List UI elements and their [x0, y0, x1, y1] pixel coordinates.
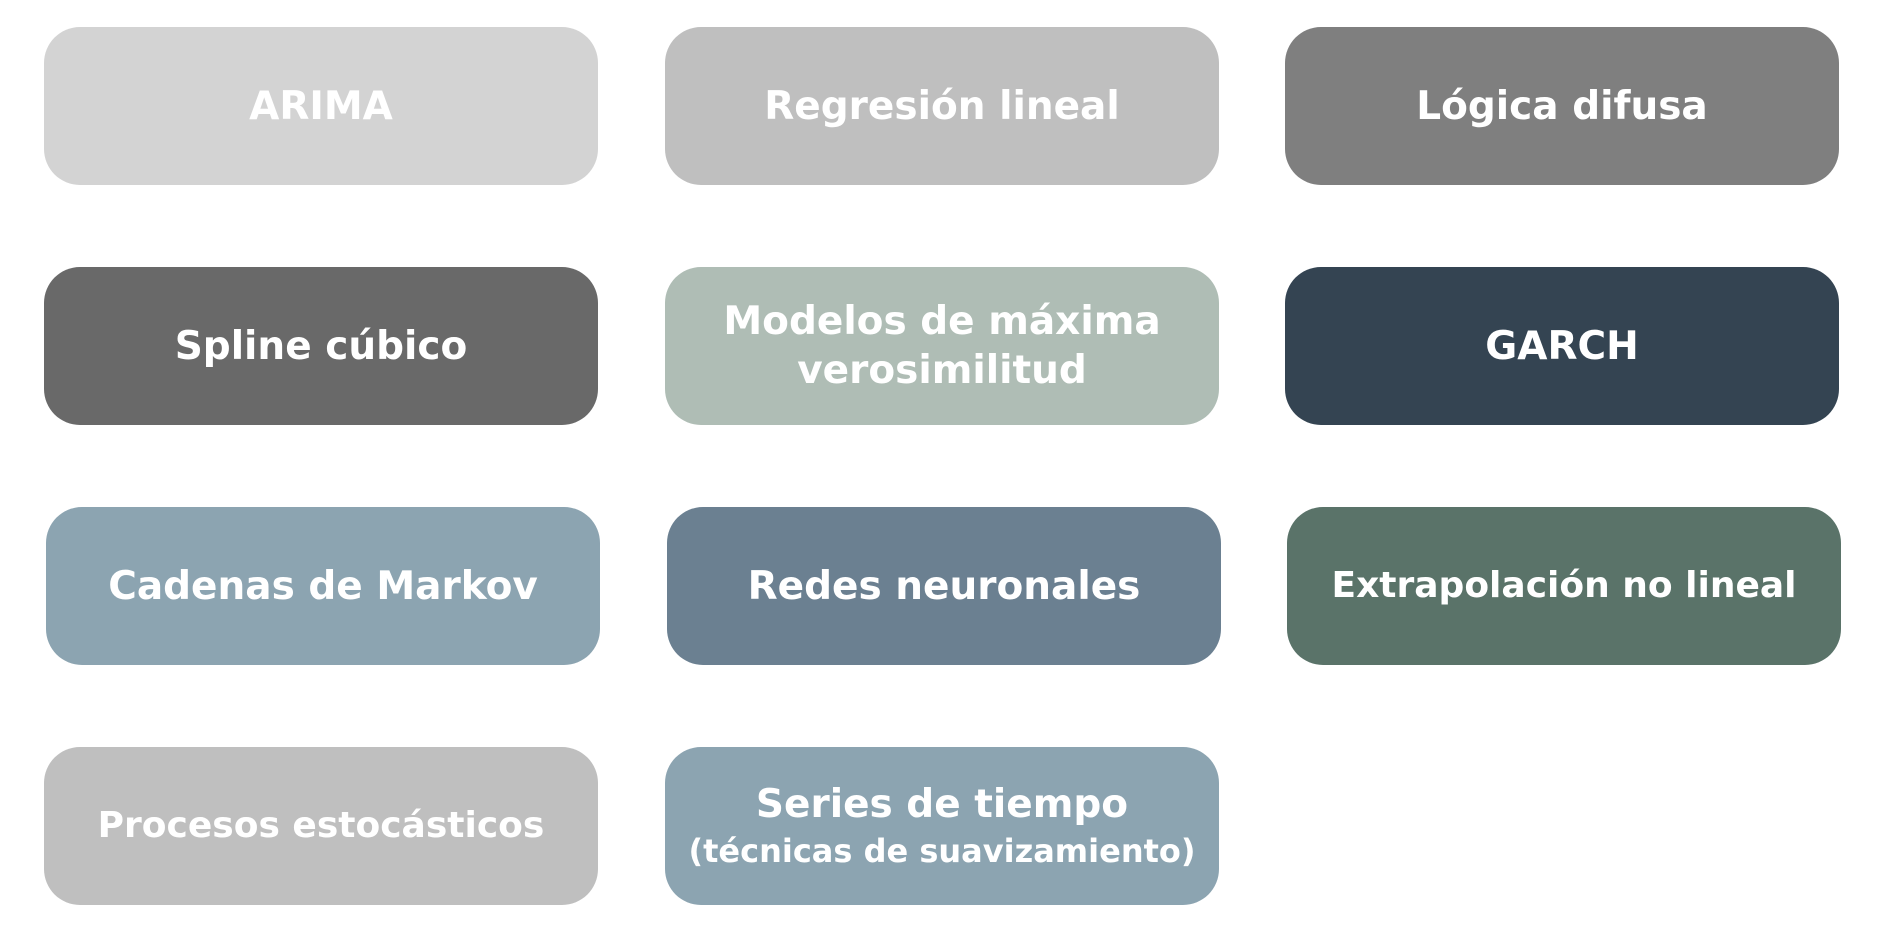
box-label-line-2: verosimilitud — [797, 348, 1087, 393]
box-label-line-1: Series de tiempo — [755, 781, 1129, 827]
box-label: Procesos estocásticos — [97, 805, 545, 846]
box-label: Redes neuronales — [747, 563, 1141, 609]
box-label: ARIMA — [249, 83, 393, 129]
box-label: Lógica difusa — [1416, 83, 1708, 129]
box-extrapolacion-no-lineal: Extrapolación no lineal — [1287, 507, 1841, 665]
box-modelos-maxima-verosimilitud: Modelos de máxima verosimilitud — [665, 267, 1219, 425]
box-label-line-2: (técnicas de suavizamiento) — [688, 831, 1196, 870]
box-label: GARCH — [1485, 323, 1639, 369]
box-label: Regresión lineal — [764, 83, 1120, 129]
box-procesos-estocasticos: Procesos estocásticos — [44, 747, 598, 905]
box-cadenas-markov: Cadenas de Markov — [46, 507, 600, 665]
box-spline-cubico: Spline cúbico — [44, 267, 598, 425]
box-label: Spline cúbico — [174, 323, 468, 369]
box-arima: ARIMA — [44, 27, 598, 185]
box-garch: GARCH — [1285, 267, 1839, 425]
box-label: Cadenas de Markov — [108, 563, 538, 609]
box-regresion-lineal: Regresión lineal — [665, 27, 1219, 185]
box-series-de-tiempo: Series de tiempo (técnicas de suavizamie… — [665, 747, 1219, 905]
box-logica-difusa: Lógica difusa — [1285, 27, 1839, 185]
box-redes-neuronales: Redes neuronales — [667, 507, 1221, 665]
box-label-line-1: Modelos de máxima — [723, 299, 1161, 344]
box-label: Extrapolación no lineal — [1331, 565, 1797, 606]
